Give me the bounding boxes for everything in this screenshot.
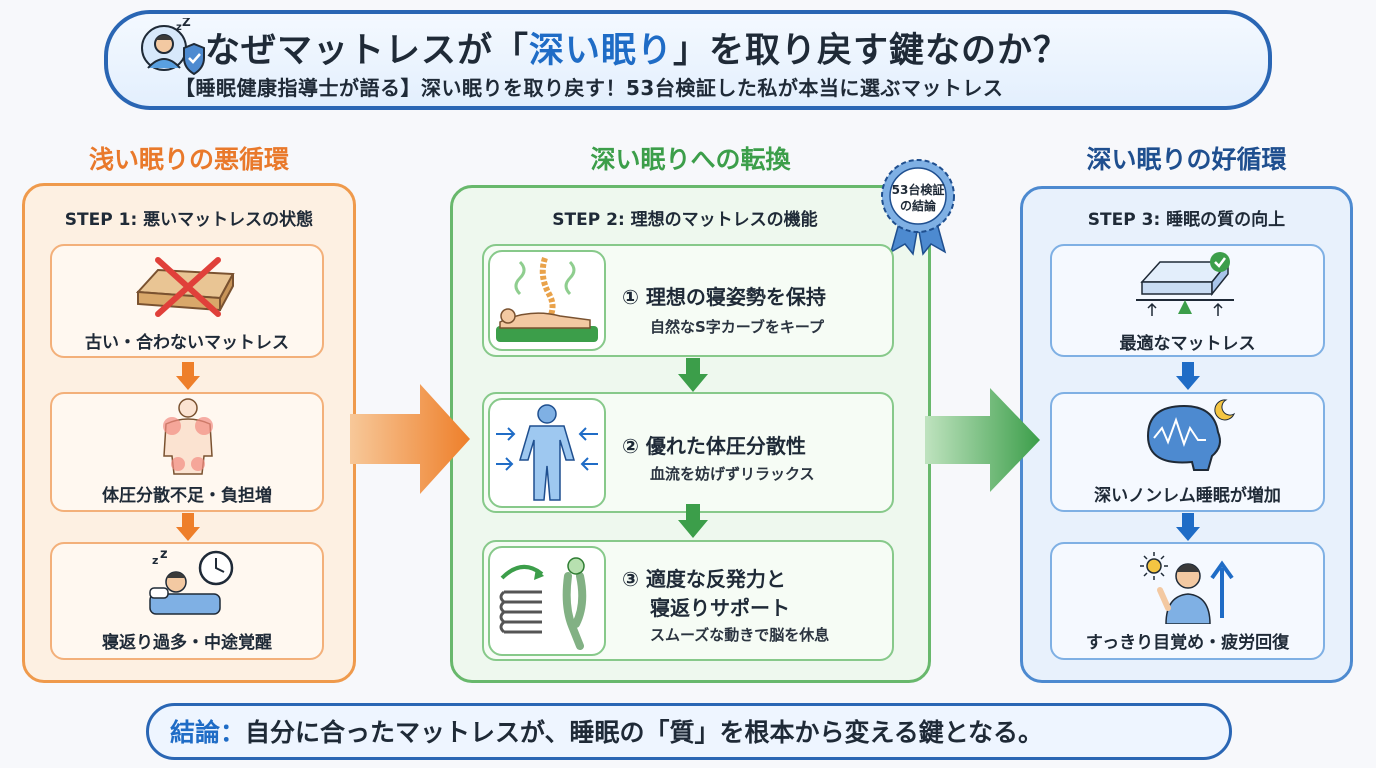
svg-text:z: z <box>176 22 182 33</box>
orange-transition-arrow <box>350 384 470 494</box>
step3-down-arrow-2 <box>1176 513 1200 541</box>
conclusion-text: 結論：自分に合ったマットレスが、睡眠の「質」を根本から変える鍵となる。 <box>170 718 1044 747</box>
conclusion-bar <box>146 703 1232 760</box>
step2-card-3-title-2: 寝返りサポート <box>650 596 790 620</box>
sleeping-person-shield-icon: z Z <box>140 15 206 78</box>
step3-label: STEP 3: 睡眠の質の向上 <box>1087 210 1286 230</box>
green-transition-arrow <box>925 388 1040 492</box>
refreshed-person-icon <box>1138 548 1238 625</box>
step2-card-3-title-1: ③ 適度な反発力と <box>622 567 786 591</box>
step3-card-2-label: 深いノンレム睡眠が増加 <box>1094 486 1281 506</box>
step2-card-2-sub: 血流を妨げずリラックス <box>650 465 815 483</box>
page-title: なぜマットレスが「深い眠り」を取り戻す鍵なのか？ <box>205 31 1070 71</box>
step2-card-1-image <box>488 250 606 351</box>
good-mattress-icon <box>1130 250 1240 322</box>
svg-text:z: z <box>160 548 168 562</box>
step3-card-3-label: すっきり目覚め・疲労回復 <box>1085 633 1290 653</box>
verification-badge <box>873 156 963 256</box>
step2-card-3-sub: スムーズな動きで脳を休息 <box>650 626 830 644</box>
page-subtitle: 【睡眠健康指導士が語る】深い眠りを取り戻す！53台検証した私が本当に選ぶマットレ… <box>175 76 1004 100</box>
column-title-transition: 深い眠りへの転換 <box>590 145 791 174</box>
step2-card-1-title: ① 理想の寝姿勢を保持 <box>622 285 826 309</box>
column-title-vicious-cycle: 浅い眠りの悪循環 <box>88 145 289 174</box>
step2-card-2-image <box>488 398 606 508</box>
step1-card-1-label: 古い・合わないマットレス <box>85 333 289 353</box>
step2-card-2-title: ② 優れた体圧分散性 <box>622 434 806 458</box>
step2-down-arrow-1 <box>678 358 708 392</box>
step2-card-1-sub: 自然なS字カーブをキープ <box>650 318 825 336</box>
step1-card-2-label: 体圧分散不足・負担増 <box>102 486 272 506</box>
step1-label: STEP 1: 悪いマットレスの状態 <box>64 210 314 230</box>
badge-line-2: の結論 <box>899 199 936 213</box>
step1-down-arrow-2 <box>176 513 200 541</box>
step3-down-arrow-1 <box>1176 362 1200 390</box>
svg-text:Z: Z <box>182 18 191 29</box>
header-banner <box>104 10 1272 110</box>
svg-text:z: z <box>152 554 158 567</box>
step2-card-3-image <box>488 546 606 656</box>
step1-down-arrow-1 <box>176 362 200 390</box>
badge-line-1: 53台検証 <box>891 183 945 197</box>
conclusion-label: 結論： <box>170 718 246 747</box>
brain-moon-icon <box>1138 396 1238 476</box>
column-title-virtuous-cycle: 深い眠りの好循環 <box>1086 145 1287 174</box>
step2-down-arrow-2 <box>678 504 708 538</box>
title-highlight: 深い眠り <box>529 31 674 71</box>
step2-label: STEP 2: 理想のマットレスの機能 <box>552 210 818 230</box>
step3-card-1-label: 最適なマットレス <box>1119 334 1256 354</box>
awake-clock-icon: z z <box>146 547 236 618</box>
crossed-mattress-icon <box>128 252 248 320</box>
body-pain-icon <box>146 396 230 476</box>
step1-card-3-label: 寝返り過多・中途覚醒 <box>102 633 272 653</box>
